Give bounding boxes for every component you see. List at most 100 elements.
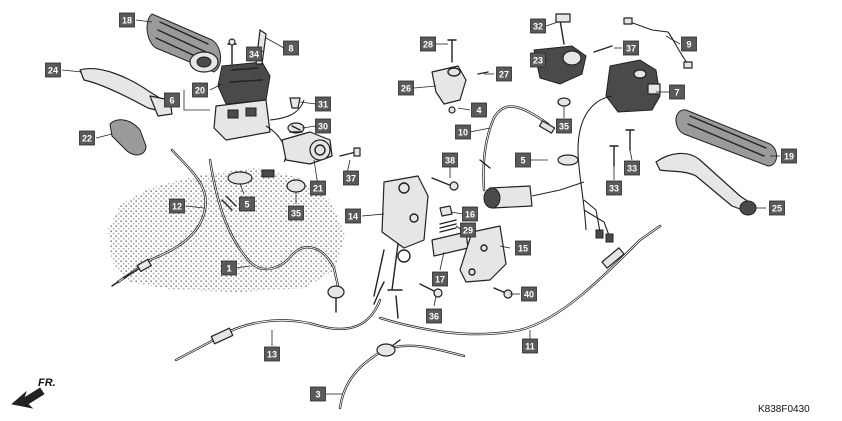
master-cylinder-23 <box>533 13 613 107</box>
callout-box <box>515 152 531 168</box>
callout-box <box>781 148 797 164</box>
callout-box <box>496 66 512 82</box>
callout-box <box>515 240 531 256</box>
callout-c35b: 35 <box>556 118 572 134</box>
callout-number: 8 <box>288 44 293 54</box>
callout-c6: 6 <box>164 92 180 108</box>
callout-box <box>315 96 331 112</box>
callout-number: 7 <box>674 88 679 98</box>
callout-number: 29 <box>463 226 473 236</box>
callout-box <box>164 92 180 108</box>
callout-box <box>432 271 448 287</box>
callout-box <box>169 198 185 214</box>
callout-number: 24 <box>48 66 58 76</box>
front-arrow-icon <box>11 387 45 409</box>
callout-number: 3 <box>315 390 320 400</box>
callout-c4: 4 <box>471 102 487 118</box>
callout-c14: 14 <box>345 208 361 224</box>
callout-c33a: 33 <box>624 160 640 176</box>
callout-box <box>530 18 546 34</box>
callout-box <box>521 286 537 302</box>
callout-c34: 34 <box>246 46 262 62</box>
cable-13 <box>174 281 385 362</box>
cable-left-secondary <box>111 148 237 287</box>
callout-number: 19 <box>784 152 794 162</box>
callout-box <box>681 36 697 52</box>
callout-number: 17 <box>435 275 445 285</box>
left-grip <box>146 13 221 73</box>
callout-c8: 8 <box>283 40 299 56</box>
callout-c30: 30 <box>315 118 331 134</box>
callout-box <box>119 12 135 28</box>
callout-number: 31 <box>318 100 328 110</box>
center-bracket <box>373 175 429 297</box>
callout-box <box>343 170 359 186</box>
callout-number: 25 <box>772 204 782 214</box>
callout-box <box>264 346 280 362</box>
center-hardware <box>419 177 469 298</box>
callout-number: 35 <box>291 209 301 219</box>
callout-c7: 7 <box>669 84 685 100</box>
callout-number: 21 <box>313 184 323 194</box>
drawing-code: K838F0430 <box>758 404 810 415</box>
callout-number: 37 <box>346 174 356 184</box>
callout-c11: 11 <box>522 338 538 354</box>
callout-c27: 27 <box>496 66 512 82</box>
callout-box <box>345 208 361 224</box>
callout-c26: 26 <box>398 80 414 96</box>
callout-box <box>310 180 326 196</box>
callout-box <box>398 80 414 96</box>
callout-c23: 23 <box>530 52 546 68</box>
callout-number: 1 <box>226 264 231 274</box>
right-switch-housing <box>577 59 661 243</box>
callout-box <box>556 118 572 134</box>
callout-number: 23 <box>533 56 543 66</box>
callout-box <box>239 196 255 212</box>
callout-box <box>426 308 442 324</box>
callout-c15: 15 <box>515 240 531 256</box>
callout-number: 28 <box>423 40 433 50</box>
wire-9 <box>623 17 693 69</box>
callout-c1: 1 <box>221 260 237 276</box>
callout-box <box>769 200 785 216</box>
callout-c28: 28 <box>420 36 436 52</box>
callout-number: 16 <box>465 210 475 220</box>
callout-c24: 24 <box>45 62 61 78</box>
callout-number: 6 <box>169 96 174 106</box>
callout-box <box>530 52 546 68</box>
callout-box <box>471 102 487 118</box>
right-grip <box>675 109 777 167</box>
callout-box <box>310 386 326 402</box>
callout-number: 26 <box>401 84 411 94</box>
callout-number: 18 <box>122 16 132 26</box>
callout-number: 30 <box>318 122 328 132</box>
callout-c18: 18 <box>119 12 135 28</box>
callout-number: 33 <box>609 184 619 194</box>
small-hardware-right <box>609 129 635 167</box>
callout-number: 38 <box>445 156 455 166</box>
callout-c37a: 37 <box>343 170 359 186</box>
callout-c20: 20 <box>192 82 208 98</box>
callout-c17: 17 <box>432 271 448 287</box>
callout-c21: 21 <box>310 180 326 196</box>
callout-box <box>246 46 262 62</box>
callout-number: 12 <box>172 202 182 212</box>
callout-number: 34 <box>249 50 259 60</box>
callout-c33b: 33 <box>606 180 622 196</box>
callout-c16: 16 <box>462 206 478 222</box>
callout-number: 40 <box>524 290 534 300</box>
callout-box <box>79 130 95 146</box>
callout-number: 22 <box>82 134 92 144</box>
callout-number: 36 <box>429 312 439 322</box>
callout-box <box>192 82 208 98</box>
callout-number: 5 <box>520 156 525 166</box>
callout-c12: 12 <box>169 198 185 214</box>
callout-number: 35 <box>559 122 569 132</box>
callout-box <box>462 206 478 222</box>
callout-number: 10 <box>458 128 468 138</box>
callout-c5a: 5 <box>239 196 255 212</box>
callout-c22: 22 <box>79 130 95 146</box>
cable-10 <box>479 105 556 192</box>
front-label: FR. <box>38 377 56 389</box>
